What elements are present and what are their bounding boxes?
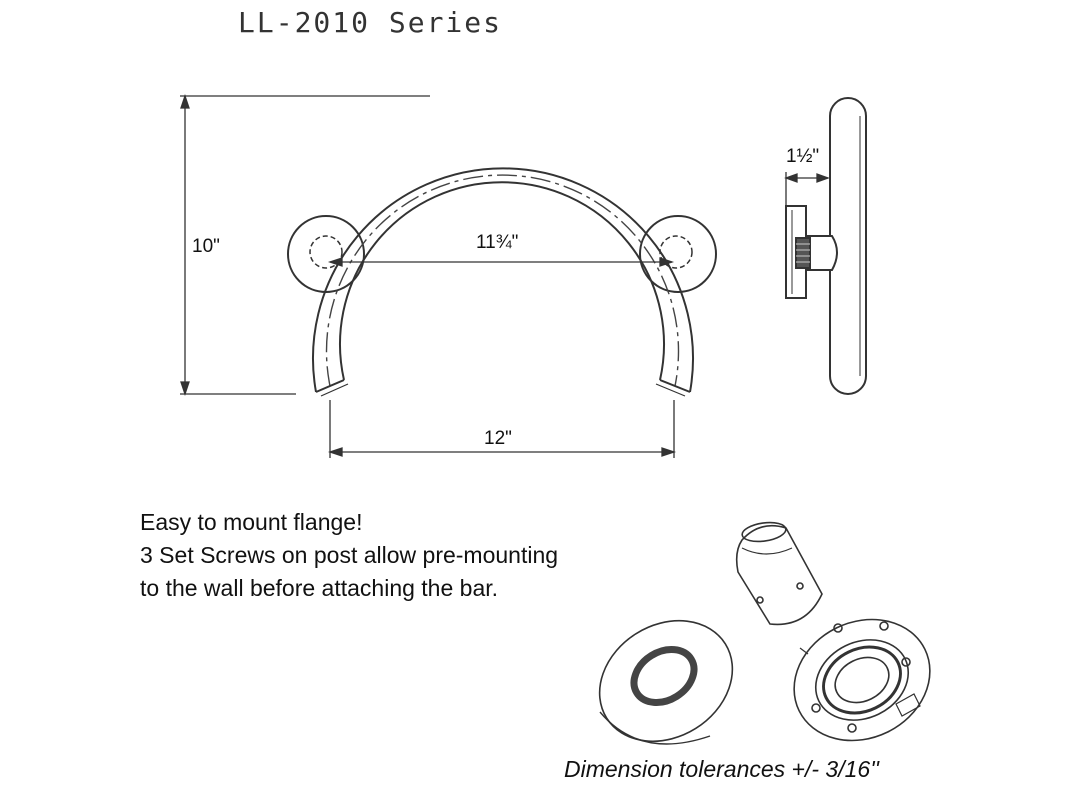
arc-bar-outer-edge bbox=[312, 167, 694, 393]
left-post-hidden bbox=[309, 235, 343, 269]
flange-post-sleeve bbox=[735, 524, 823, 626]
side-view-post bbox=[805, 235, 838, 271]
note-line-2: 3 Set Screws on post allow pre-mounting bbox=[140, 542, 559, 568]
note-line-1: Easy to mount flange! bbox=[140, 509, 363, 535]
arc-bar-inner-edge bbox=[339, 181, 665, 381]
width-dimension-label: 12" bbox=[484, 428, 512, 449]
flange-note: Easy to mount flange! 3 Set Screws on po… bbox=[140, 506, 558, 605]
flange-cover-opening bbox=[630, 646, 698, 706]
right-wall-flange bbox=[639, 215, 717, 293]
arc-bar-centerline bbox=[325, 174, 680, 387]
note-line-3: to the wall before attaching the bar. bbox=[140, 575, 499, 601]
side-view bbox=[785, 97, 867, 395]
side-view-set-screw bbox=[795, 237, 811, 269]
flange-mounting-plate bbox=[793, 618, 931, 742]
arc-bar-left-end bbox=[315, 379, 345, 393]
flange-cover-plate bbox=[598, 619, 734, 743]
flange-exploded-view bbox=[598, 521, 931, 745]
depth-dimension-label: 1½" bbox=[786, 146, 820, 167]
height-dimension-label: 10" bbox=[192, 236, 220, 257]
drawing-title: LL-2010 Series bbox=[238, 6, 503, 39]
right-post-hidden bbox=[659, 235, 693, 269]
center-span-dimension-label: 11¾" bbox=[476, 232, 519, 253]
arc-bar-right-end bbox=[659, 379, 691, 393]
tolerance-note: Dimension tolerances +/- 3/16'' bbox=[564, 756, 879, 782]
